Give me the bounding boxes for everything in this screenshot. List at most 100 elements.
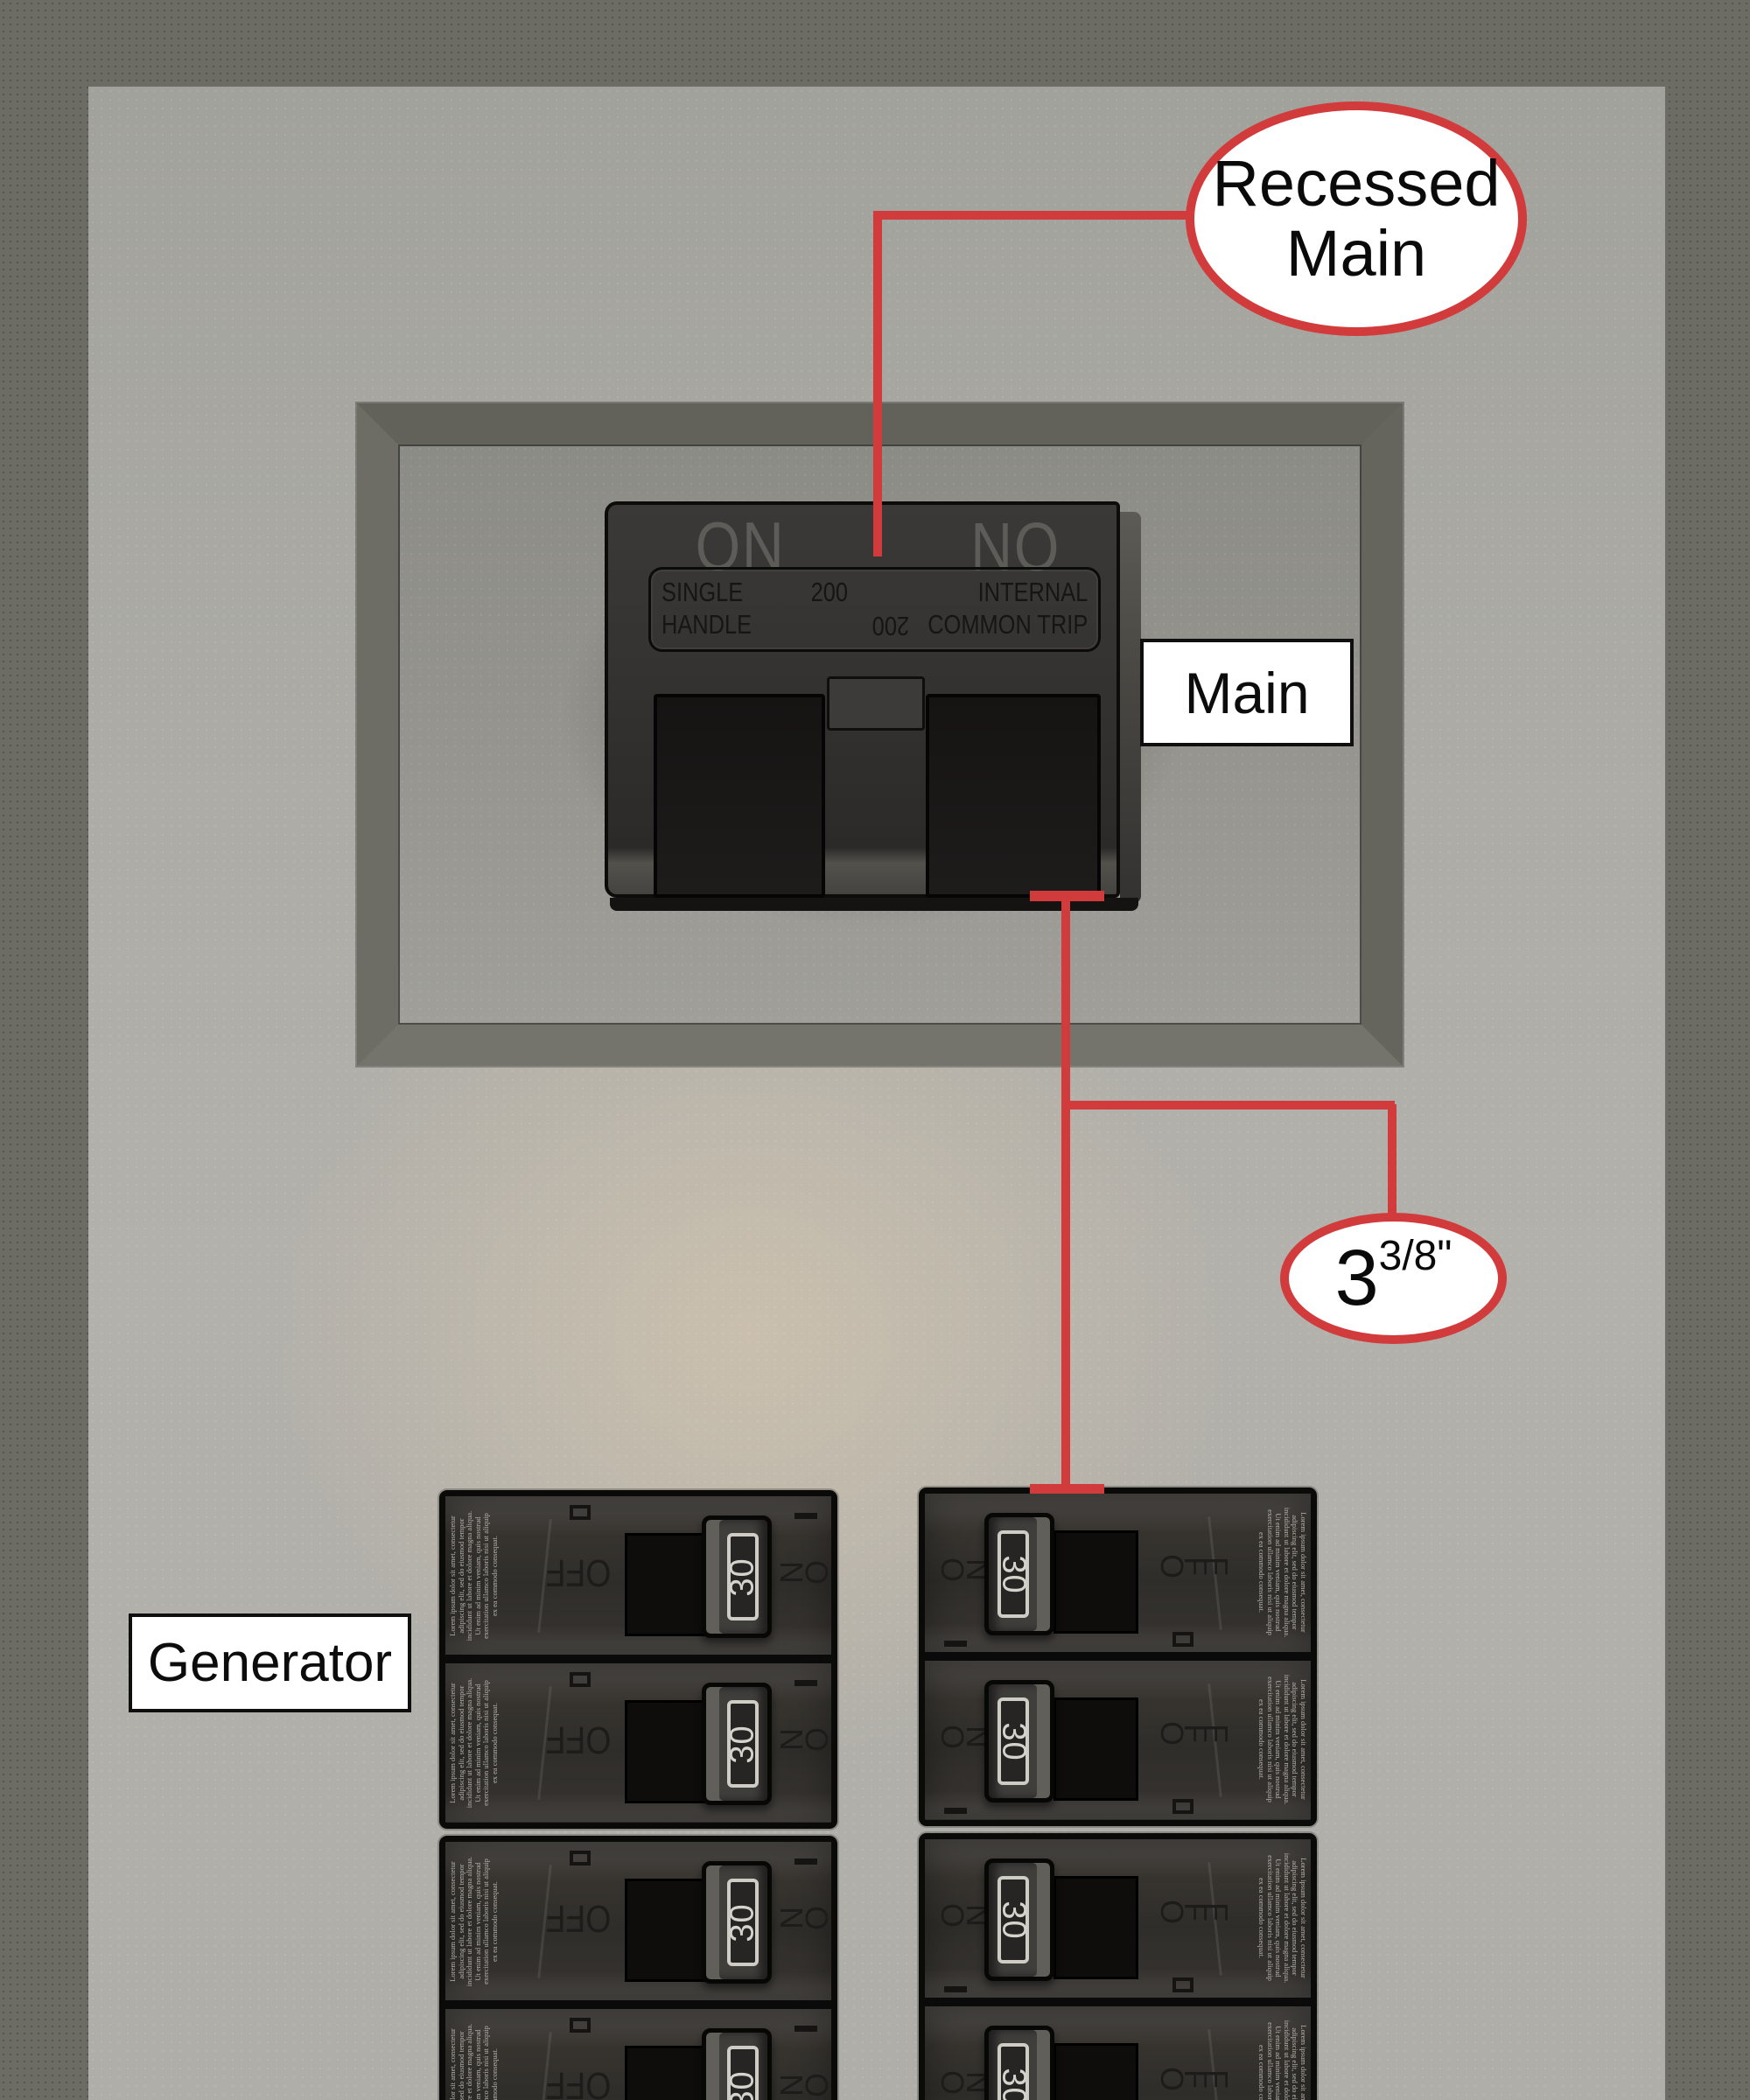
breaker-handle: 30 [702, 1861, 772, 1984]
amp-rating-plate: 30 [724, 1533, 761, 1620]
mount-hole-square [570, 1672, 591, 1687]
breaker-fine-print: Lorem ipsum dolor sit amet, consectetur … [1257, 2020, 1308, 2100]
breaker-fine-print: Lorem ipsum dolor sit amet, consectetur … [1257, 1674, 1308, 1805]
pole-divider [445, 1655, 831, 1663]
off-label: OFF [545, 2064, 612, 2100]
breaker-pole: Lorem ipsum dolor sit amet, consectetur … [445, 1842, 831, 2000]
breaker-handle: 30 [702, 2028, 772, 2100]
mount-dash [944, 1641, 967, 1647]
pole-divider [925, 1998, 1311, 2006]
breaker-window [1054, 2043, 1138, 2100]
breaker-handle: 30 [702, 1683, 772, 1805]
dimension-whole: 3 [1334, 1234, 1379, 1322]
off-label: OFF [545, 1718, 612, 1761]
amp-rating-plate: 30 [996, 1876, 1032, 1964]
breaker-window [625, 1879, 710, 1982]
mount-hole-square [570, 2018, 591, 2033]
generator-label-box: Generator [129, 1614, 411, 1712]
amp-rating-plate: 30 [996, 1530, 1032, 1618]
breaker-pole: Lorem ipsum dolor sit amet, consectetur … [445, 1663, 831, 1822]
amp-rating-plate: 30 [996, 1698, 1032, 1785]
breaker-fine-print: Lorem ipsum dolor sit amet, consectetur … [448, 2023, 499, 2100]
breaker-handle: 30 [984, 1858, 1054, 1981]
pole-divider [925, 1652, 1311, 1661]
mount-hole-square [1172, 1978, 1194, 1992]
mount-hole-square [1172, 1799, 1194, 1814]
callout-recessed-line2: Main [1285, 217, 1427, 290]
breaker-fine-print: Lorem ipsum dolor sit amet, consectetur … [448, 1856, 499, 1987]
breaker-handle: 30 [984, 1513, 1054, 1635]
main-breaker-bottom-edge [610, 898, 1138, 911]
main-breaker-label-strip: SINGLE HANDLE 200 200 INTERNAL COMMON TR… [648, 567, 1101, 652]
breaker-window [1054, 1698, 1138, 1801]
breaker-pole: Lorem ipsum dolor sit amet, consectetur … [445, 2009, 831, 2100]
breaker-fine-print: Lorem ipsum dolor sit amet, consectetur … [1257, 1507, 1308, 1638]
mount-dash [794, 1513, 817, 1519]
mount-hole-square [570, 1851, 591, 1866]
main-breaker-handle-tie [827, 676, 925, 731]
breaker-fine-print: Lorem ipsum dolor sit amet, consectetur … [448, 1510, 499, 1642]
mount-dash [794, 2026, 817, 2032]
main-breaker-window-left [654, 694, 825, 898]
breaker-fine-print: Lorem ipsum dolor sit amet, consectetur … [1257, 1852, 1308, 1984]
breaker-handle: 30 [984, 1680, 1054, 1802]
mount-dash [944, 1986, 967, 1992]
strip-rating-mirrored: 200 [872, 611, 910, 641]
amp-rating-plate: 30 [724, 2046, 761, 2100]
off-label: OFF [545, 1551, 612, 1594]
callout-line-recessed-h [878, 211, 1190, 220]
off-label: OFF [545, 1897, 612, 1940]
mount-dash [794, 1680, 817, 1686]
main-breaker-side-face [1120, 512, 1141, 903]
breaker-window [625, 1700, 710, 1803]
mount-dash [944, 1808, 967, 1814]
callout-line-recessed-v [873, 211, 882, 556]
pole-divider [445, 2000, 831, 2009]
breaker-window [1054, 1530, 1138, 1634]
main-on-label: ON [695, 508, 786, 584]
dimension-branch-v [1388, 1104, 1396, 1218]
breaker-pole: Lorem ipsum dolor sit amet, consectetur … [445, 1496, 831, 1655]
breaker-window [1054, 1876, 1138, 1979]
dimension-line-vertical [1061, 894, 1070, 1491]
generator-label-text: Generator [147, 1633, 393, 1693]
strip-single-handle: SINGLE HANDLE [662, 577, 752, 640]
breaker-handle: 30 [984, 2026, 1054, 2100]
callout-recessed-line1: Recessed [1212, 147, 1501, 220]
breaker-fine-print: Lorem ipsum dolor sit amet, consectetur … [448, 1677, 499, 1809]
strip-internal-common-trip: INTERNAL COMMON TRIP [927, 577, 1088, 640]
generator-breaker-unit: Lorem ipsum dolor sit amet, consectetur … [439, 1836, 837, 2100]
amp-rating-plate: 30 [724, 1879, 761, 1966]
dimension-tick-bottom [1030, 1484, 1104, 1494]
breaker-handle: 30 [702, 1516, 772, 1638]
mount-dash [794, 1858, 817, 1865]
amp-rating-plate: 30 [724, 1700, 761, 1788]
mount-hole-square [1172, 1632, 1194, 1647]
mount-hole-square [570, 1505, 591, 1520]
breaker-window [625, 2046, 710, 2100]
strip-rating: 200 [810, 577, 849, 607]
main-label-text: Main [1184, 660, 1310, 725]
generator-breaker-unit: Lorem ipsum dolor sit amet, consectetur … [439, 1490, 837, 1829]
breaker-window [625, 1533, 710, 1636]
callout-bubble-recessed-main: Recessed Main [1186, 102, 1527, 336]
main-label-box: Main [1140, 639, 1354, 746]
dimension-branch-h [1066, 1101, 1395, 1110]
main-breaker-window-right [926, 694, 1101, 898]
amp-rating-plate: 30 [996, 2043, 1032, 2100]
